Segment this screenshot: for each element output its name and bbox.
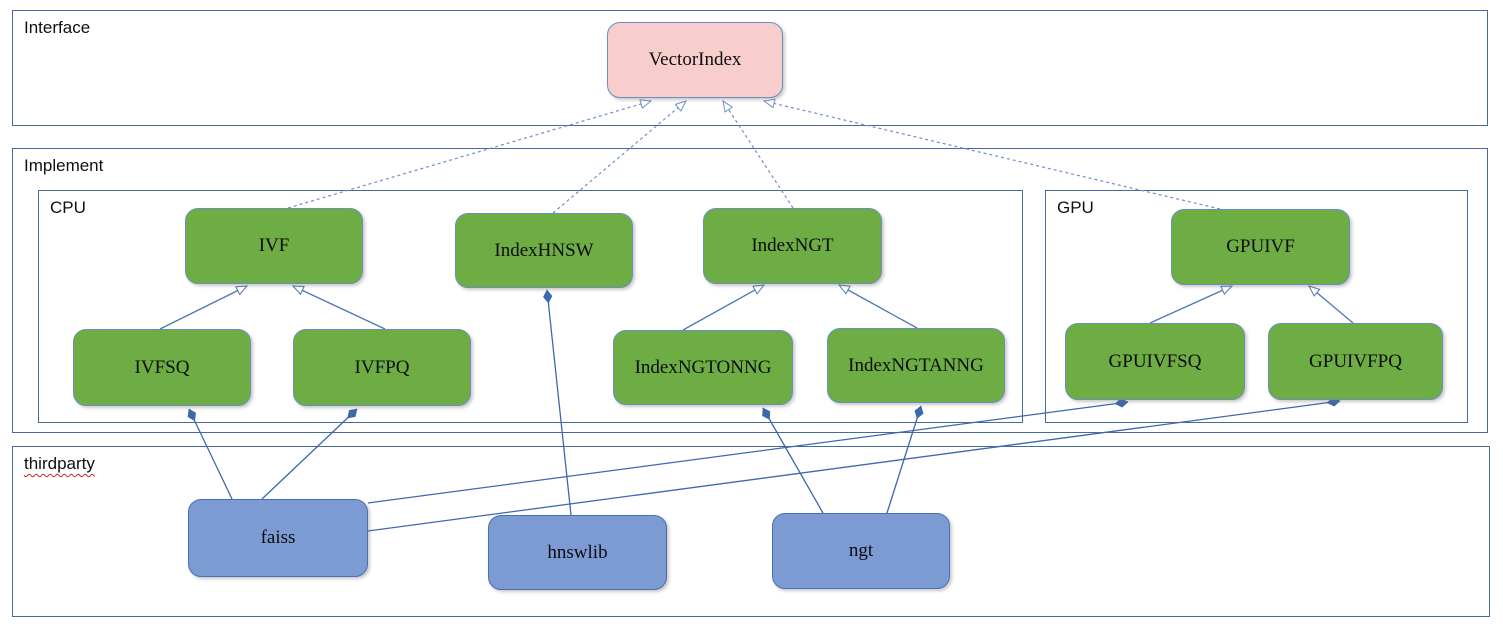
node-gpuivf-label: GPUIVF bbox=[1226, 236, 1295, 257]
node-gpuivfpq-label: GPUIVFPQ bbox=[1309, 350, 1402, 372]
section-cpu-label: CPU bbox=[50, 198, 86, 217]
node-gpuivfsq[interactable]: GPUIVFSQ bbox=[1065, 323, 1245, 400]
node-hnswlib[interactable]: hnswlib bbox=[488, 515, 667, 590]
node-ivf-label: IVF bbox=[258, 235, 290, 256]
node-ngt[interactable]: ngt bbox=[772, 513, 950, 589]
node-vectorindex-label: VectorIndex bbox=[648, 49, 742, 70]
node-faiss-label: faiss bbox=[260, 527, 296, 548]
node-indexngtonng-label: IndexNGTONNG bbox=[634, 356, 772, 378]
node-hnswlib-label: hnswlib bbox=[547, 541, 608, 563]
node-indexhnsw-label: IndexHNSW bbox=[494, 239, 594, 261]
node-indexngtanng-label: IndexNGTANNG bbox=[848, 354, 984, 376]
node-indexhnsw[interactable]: IndexHNSW bbox=[455, 213, 633, 288]
node-ivfsq[interactable]: IVFSQ bbox=[73, 329, 251, 406]
section-interface-label: Interface bbox=[24, 18, 91, 37]
section-thirdparty-label: thirdparty bbox=[24, 454, 95, 473]
section-gpu-label: GPU bbox=[1057, 198, 1094, 217]
section-implement-label: Implement bbox=[24, 156, 104, 175]
node-indexngt[interactable]: IndexNGT bbox=[703, 208, 882, 284]
node-indexngt-label: IndexNGT bbox=[751, 235, 834, 256]
node-ivf[interactable]: IVF bbox=[185, 208, 363, 284]
node-faiss[interactable]: faiss bbox=[188, 499, 368, 577]
node-gpuivfsq-label: GPUIVFSQ bbox=[1108, 350, 1202, 372]
node-indexngtonng[interactable]: IndexNGTONNG bbox=[613, 330, 793, 405]
node-ivfpq[interactable]: IVFPQ bbox=[293, 329, 471, 406]
node-ngt-label: ngt bbox=[848, 540, 874, 561]
node-vectorindex[interactable]: VectorIndex bbox=[607, 22, 783, 98]
node-gpuivfpq[interactable]: GPUIVFPQ bbox=[1268, 323, 1443, 400]
node-ivfsq-label: IVFSQ bbox=[134, 356, 190, 378]
node-indexngtanng[interactable]: IndexNGTANNG bbox=[827, 328, 1005, 403]
node-ivfpq-label: IVFPQ bbox=[354, 356, 410, 378]
node-gpuivf[interactable]: GPUIVF bbox=[1171, 209, 1350, 285]
